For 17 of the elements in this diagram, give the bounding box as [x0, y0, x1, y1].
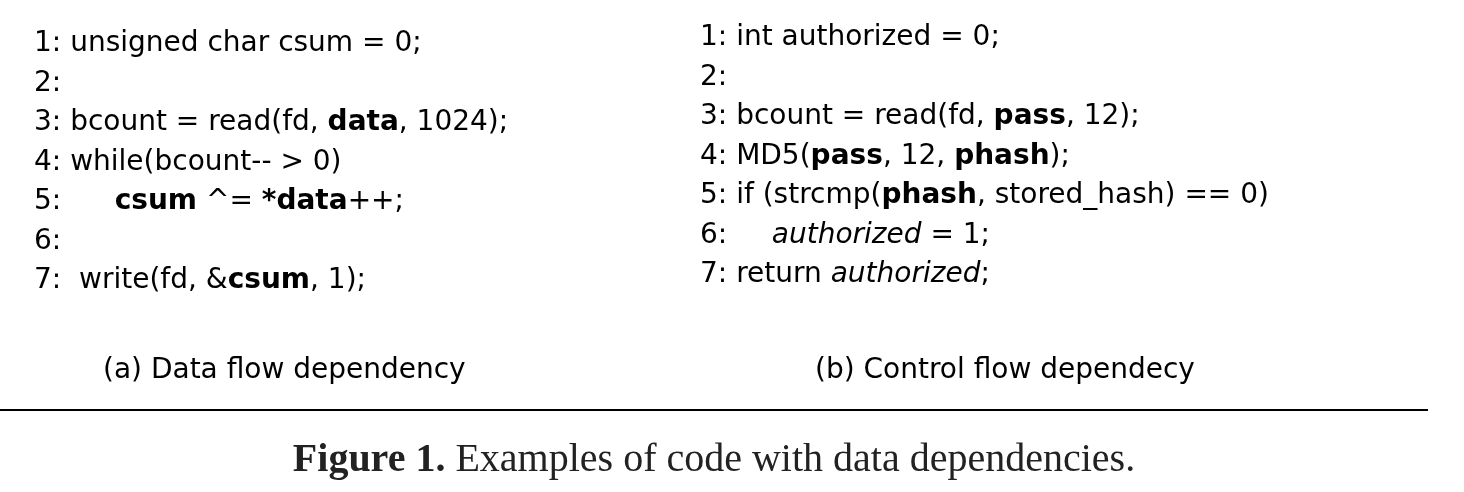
- subfigure-caption: (a) Data flow dependency: [103, 351, 466, 387]
- code-line: 6:: [34, 221, 63, 258]
- code-line: 5: if (strcmp(phash, stored_hash) == 0): [700, 176, 1269, 212]
- subfigure-caption: (b) Control flow dependecy: [815, 351, 1195, 387]
- code-line: 1: unsigned char csum = 0;: [34, 24, 423, 60]
- code-line: 6: authorized = 1;: [700, 215, 991, 252]
- code-line: 7: return authorized;: [700, 255, 991, 291]
- code-line: 4: MD5(pass, 12, phash);: [700, 136, 1071, 173]
- code-line: 3: bcount = read(fd, pass, 12);: [700, 97, 1141, 133]
- code-line: 3: bcount = read(fd, data, 1024);: [34, 103, 509, 139]
- code-line: 7: write(fd, &csum, 1);: [34, 261, 367, 297]
- code-line: 5: csum ^= *data++;: [34, 182, 405, 218]
- figure-caption: Figure 1. Examples of code with data dependencies.: [291, 434, 1137, 482]
- code-line: 1: int authorized = 0;: [700, 18, 1001, 54]
- code-line: 2:: [34, 63, 63, 100]
- code-line: 4: while(bcount-- > 0): [34, 142, 343, 179]
- code-line: 2:: [700, 57, 729, 94]
